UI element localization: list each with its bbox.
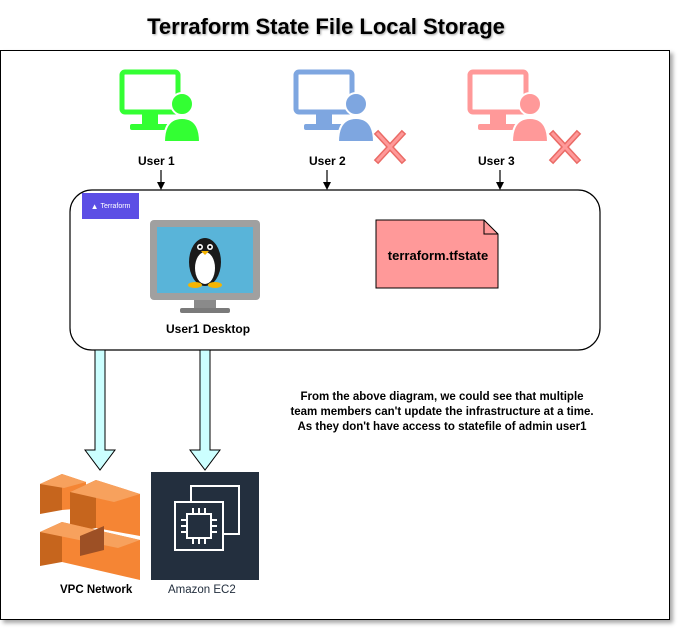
explanation-note: From the above diagram, we could see tha…: [282, 390, 602, 435]
user-3-label: User 3: [478, 154, 515, 168]
aws-vpc-icon: [40, 474, 140, 580]
note-line: As they don't have access to statefile o…: [297, 421, 587, 433]
user-1-arrow: [157, 170, 165, 190]
note-line: From the above diagram, we could see tha…: [300, 391, 584, 403]
user-3-icon: [467, 69, 550, 143]
user-2-icon: [293, 69, 376, 143]
vpc-network-label: VPC Network: [60, 584, 133, 596]
user-2-arrow: [323, 170, 331, 190]
terraform-logo: ▲ Terraform: [82, 193, 139, 219]
vpc-flow-arrow: [84, 349, 116, 471]
diagram-title: Terraform State File Local Storage: [147, 14, 505, 39]
linux-desktop-icon: [150, 220, 260, 313]
user-3-blocked-icon: [548, 129, 582, 165]
terraform-logo-text: Terraform: [100, 202, 131, 210]
user-2-label: User 2: [309, 154, 346, 168]
user-1-label: User 1: [138, 154, 175, 168]
state-file-shape: [375, 219, 499, 289]
local-environment-container: [69, 189, 601, 351]
user-2-blocked-icon: [373, 129, 407, 165]
note-line: team members can't update the infrastruc…: [290, 406, 594, 418]
user-3-arrow: [496, 170, 504, 190]
terraform-icon: ▲: [90, 201, 99, 211]
amazon-ec2-label: Amazon EC2: [168, 584, 236, 596]
desktop-label: User1 Desktop: [166, 322, 251, 336]
state-file-label: terraform.tfstate: [387, 248, 489, 263]
aws-ec2-icon: [151, 472, 259, 580]
user-1-icon: [119, 69, 202, 143]
ec2-flow-arrow: [189, 349, 221, 471]
